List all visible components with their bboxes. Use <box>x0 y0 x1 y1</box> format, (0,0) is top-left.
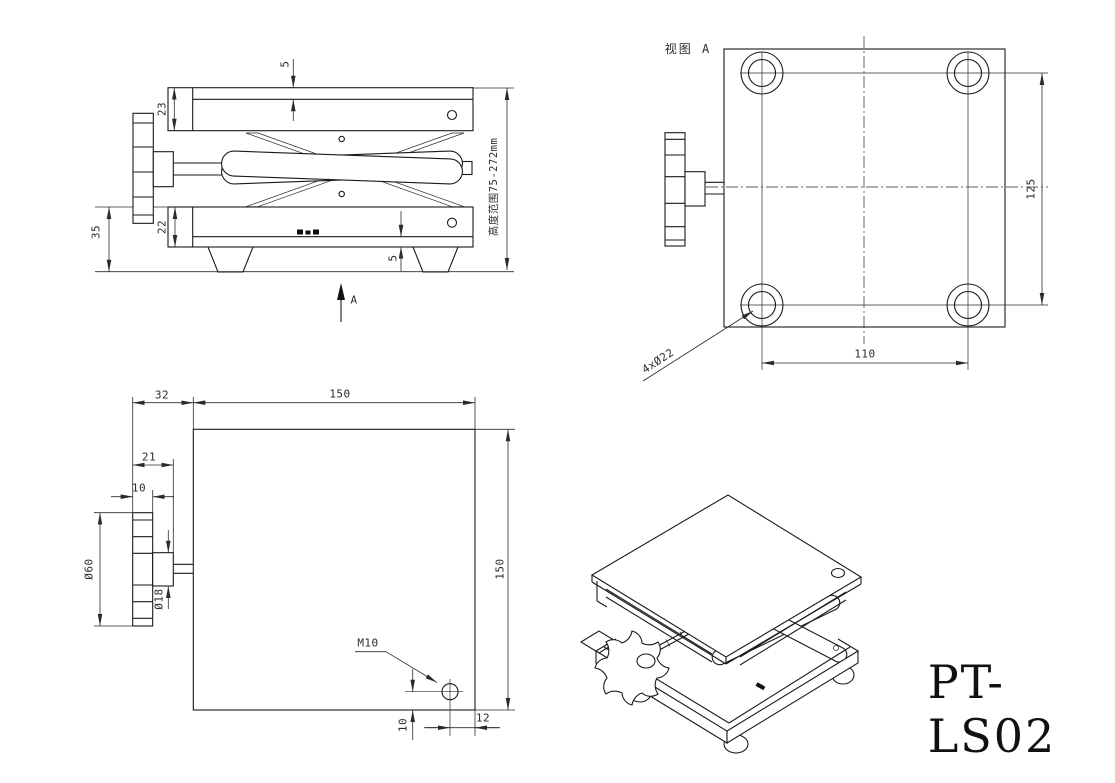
dim-label-plate-depth: 150 <box>493 558 507 580</box>
view-a-drawing <box>642 36 1048 382</box>
dim-label-top-plate-thickness: 5 <box>278 60 292 68</box>
dim-label-wheel-width: 10 <box>131 481 147 495</box>
dim-label-bottom-platform-height: 22 <box>155 219 169 235</box>
thread-callout-label: M10 <box>357 636 379 650</box>
plan-view-drawing <box>94 397 515 740</box>
dim-label-wheel-diameter: Ø60 <box>82 558 96 580</box>
dim-label-hole-pitch-horizontal: 110 <box>854 347 876 361</box>
hole-callout-leader <box>642 310 754 382</box>
dim-label-top-platform-height: 23 <box>155 101 169 117</box>
dim-label-base-height: 35 <box>89 224 103 240</box>
star-knob <box>594 630 670 706</box>
dim-label-knob-length: 21 <box>141 450 157 464</box>
logo-mark <box>297 229 303 235</box>
dim-label-hub-diameter: Ø18 <box>152 588 166 610</box>
dim-label-bottom-plate-thickness: 5 <box>386 254 400 262</box>
view-a-title: 视图 A <box>664 42 712 56</box>
height-range-note: 高度范围75-272mm <box>487 137 500 237</box>
section-arrow-label: A <box>350 293 358 307</box>
dim-label-plate-width: 150 <box>329 387 351 401</box>
dim-label-hole-pitch-vertical: 125 <box>1024 178 1038 200</box>
dim-label-hole-offset-bottom: 10 <box>396 717 410 733</box>
isometric-view-drawing <box>579 494 863 754</box>
front-view-drawing <box>95 59 514 322</box>
dim-label-knob-to-plate: 32 <box>154 388 170 402</box>
model-number-title: PT-LS02 <box>927 655 1057 763</box>
dim-label-hole-offset-right: 12 <box>475 711 491 725</box>
